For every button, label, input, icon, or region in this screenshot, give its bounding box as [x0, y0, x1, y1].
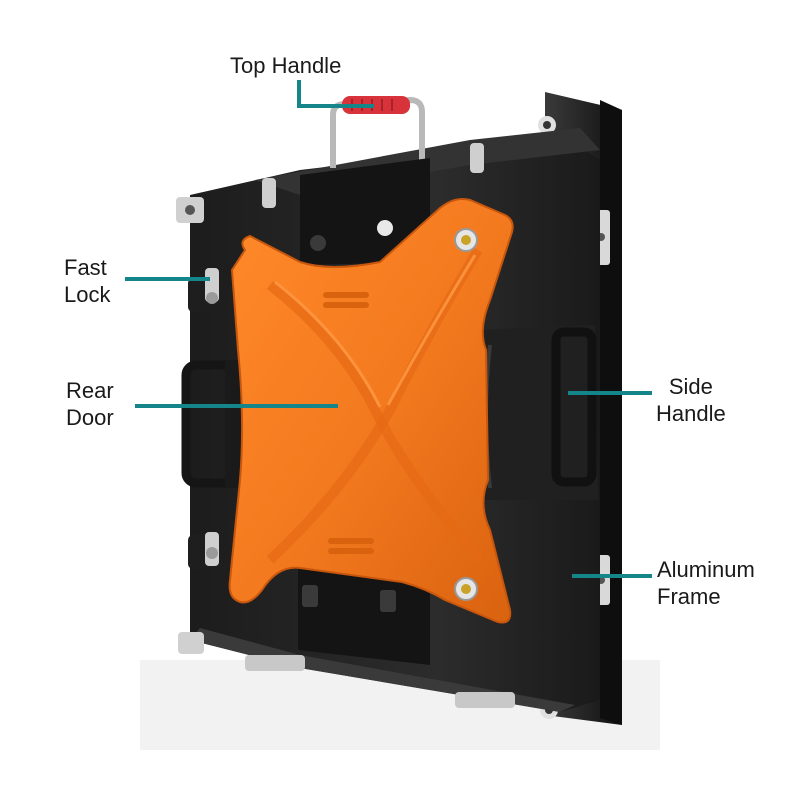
label-fast-lock-line1: Fast — [64, 255, 107, 280]
top-handle — [300, 96, 430, 265]
label-rear-door-line1: Rear — [66, 378, 114, 403]
bottom-connectors — [298, 565, 430, 665]
leader-top-handle — [297, 80, 374, 108]
label-rear-door: Rear Door — [66, 377, 114, 431]
rear-door — [228, 198, 514, 624]
label-aluminum-frame: Aluminum Frame — [657, 556, 755, 610]
label-fast-lock-line2: Lock — [64, 282, 111, 307]
side-handle — [473, 325, 598, 500]
leader-lines — [125, 80, 652, 578]
label-side-handle-line1: Side — [668, 374, 713, 399]
label-top-handle-text: Top Handle — [230, 53, 342, 78]
label-aluminum-frame-line1: Aluminum — [657, 557, 755, 582]
label-top-handle: Top Handle — [230, 52, 341, 79]
label-side-handle-line2: Handle — [656, 401, 726, 426]
label-aluminum-frame-line2: Frame — [657, 584, 721, 609]
label-side-handle: Side Handle — [656, 373, 726, 427]
fast-lock — [188, 143, 484, 569]
label-rear-door-line2: Door — [66, 405, 114, 430]
label-fast-lock: Fast Lock — [64, 254, 110, 308]
